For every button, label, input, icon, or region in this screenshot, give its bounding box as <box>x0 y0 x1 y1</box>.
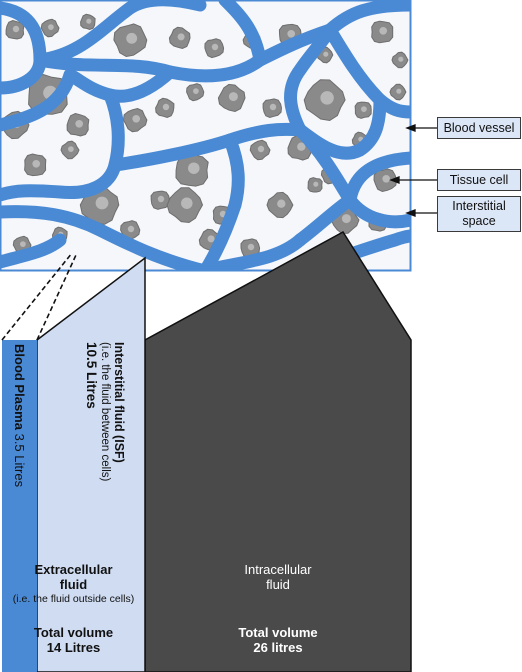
tissue-cell <box>24 153 47 177</box>
tissue-cell <box>307 177 323 193</box>
interstitial-space-callout: Interstitial space <box>437 196 521 232</box>
isf-volume: 10.5 Litres <box>84 342 99 409</box>
intracellular-total: Total volume 26 litres <box>145 625 411 655</box>
volume-blocks <box>1 231 412 672</box>
tissue-cell <box>371 20 394 44</box>
tissue-cell <box>155 97 175 119</box>
tissue-cell <box>40 18 60 38</box>
blood-vessel-network <box>0 0 411 271</box>
blood-plasma-name: Blood Plasma <box>12 344 27 430</box>
blood-plasma-label: Blood Plasma 3.5 Litres <box>12 344 27 487</box>
blood-vessel-label: Blood vessel <box>443 121 515 135</box>
extracellular-line2: fluid <box>59 577 88 592</box>
tissue-cell <box>354 101 372 119</box>
extracellular-total-line1: Total volume <box>33 625 114 640</box>
tissue-cell <box>166 187 204 224</box>
intracellular-total-line2: 26 litres <box>253 640 303 655</box>
tissue-cell <box>168 26 191 50</box>
intracellular-line1: Intracellular <box>244 562 312 577</box>
tissue-cell <box>60 140 80 160</box>
tissue-cell <box>122 107 148 133</box>
isf-title: Interstitial fluid (ISF) <box>112 342 126 463</box>
tissue-cell <box>66 112 90 137</box>
extracellular-note: (i.e. the fluid outside cells) <box>12 593 135 605</box>
tissue-cell <box>373 168 398 193</box>
tissue-cell <box>5 19 25 40</box>
plasma-pointer-dashed <box>1 252 73 341</box>
intracellular-total-line1: Total volume <box>238 625 318 640</box>
tissue-panel <box>0 0 412 272</box>
tissue-cell <box>186 83 205 102</box>
tissue-cell <box>266 191 294 219</box>
tissue-cell <box>175 152 209 187</box>
blood-vessel-callout: Blood vessel <box>437 117 521 139</box>
isf-note: (i.e. the fluid between cells) <box>99 342 111 482</box>
tissue-cell <box>262 98 283 119</box>
blood-plasma-volume: 3.5 Litres <box>12 433 27 488</box>
tissue-cell-label: Tissue cell <box>449 173 509 187</box>
tissue-cell-callout: Tissue cell <box>437 169 521 191</box>
interstitial-label-line1: Interstitial <box>452 199 506 213</box>
tissue-cell <box>389 83 407 101</box>
tissue-cells <box>0 13 409 265</box>
isf-label: Interstitial fluid (ISF) (i.e. the fluid… <box>84 342 126 481</box>
tissue-cell <box>150 190 170 210</box>
tissue-cell <box>249 139 271 161</box>
tissue-cell <box>120 220 141 241</box>
plasma-block <box>2 340 37 672</box>
intracellular-block <box>144 231 412 672</box>
tissue-cell <box>113 23 148 58</box>
tissue-cell <box>80 13 96 31</box>
extracellular-total-line2: 14 Litres <box>46 640 101 655</box>
interstitial-label-line2: space <box>462 214 496 228</box>
tissue-cell <box>217 83 246 113</box>
intracellular-line2: fluid <box>266 577 290 592</box>
callout-leaders <box>389 124 437 217</box>
tissue-cell <box>204 38 225 59</box>
extracellular-total: Total volume 14 Litres <box>2 625 145 655</box>
intracellular-label: Intracellular fluid <box>145 562 411 592</box>
tissue-cell <box>303 79 346 122</box>
extracellular-line1: Extracellular <box>34 562 113 577</box>
tissue-cell <box>391 51 409 69</box>
extracellular-label: Extracellular fluid (i.e. the fluid outs… <box>2 562 145 607</box>
